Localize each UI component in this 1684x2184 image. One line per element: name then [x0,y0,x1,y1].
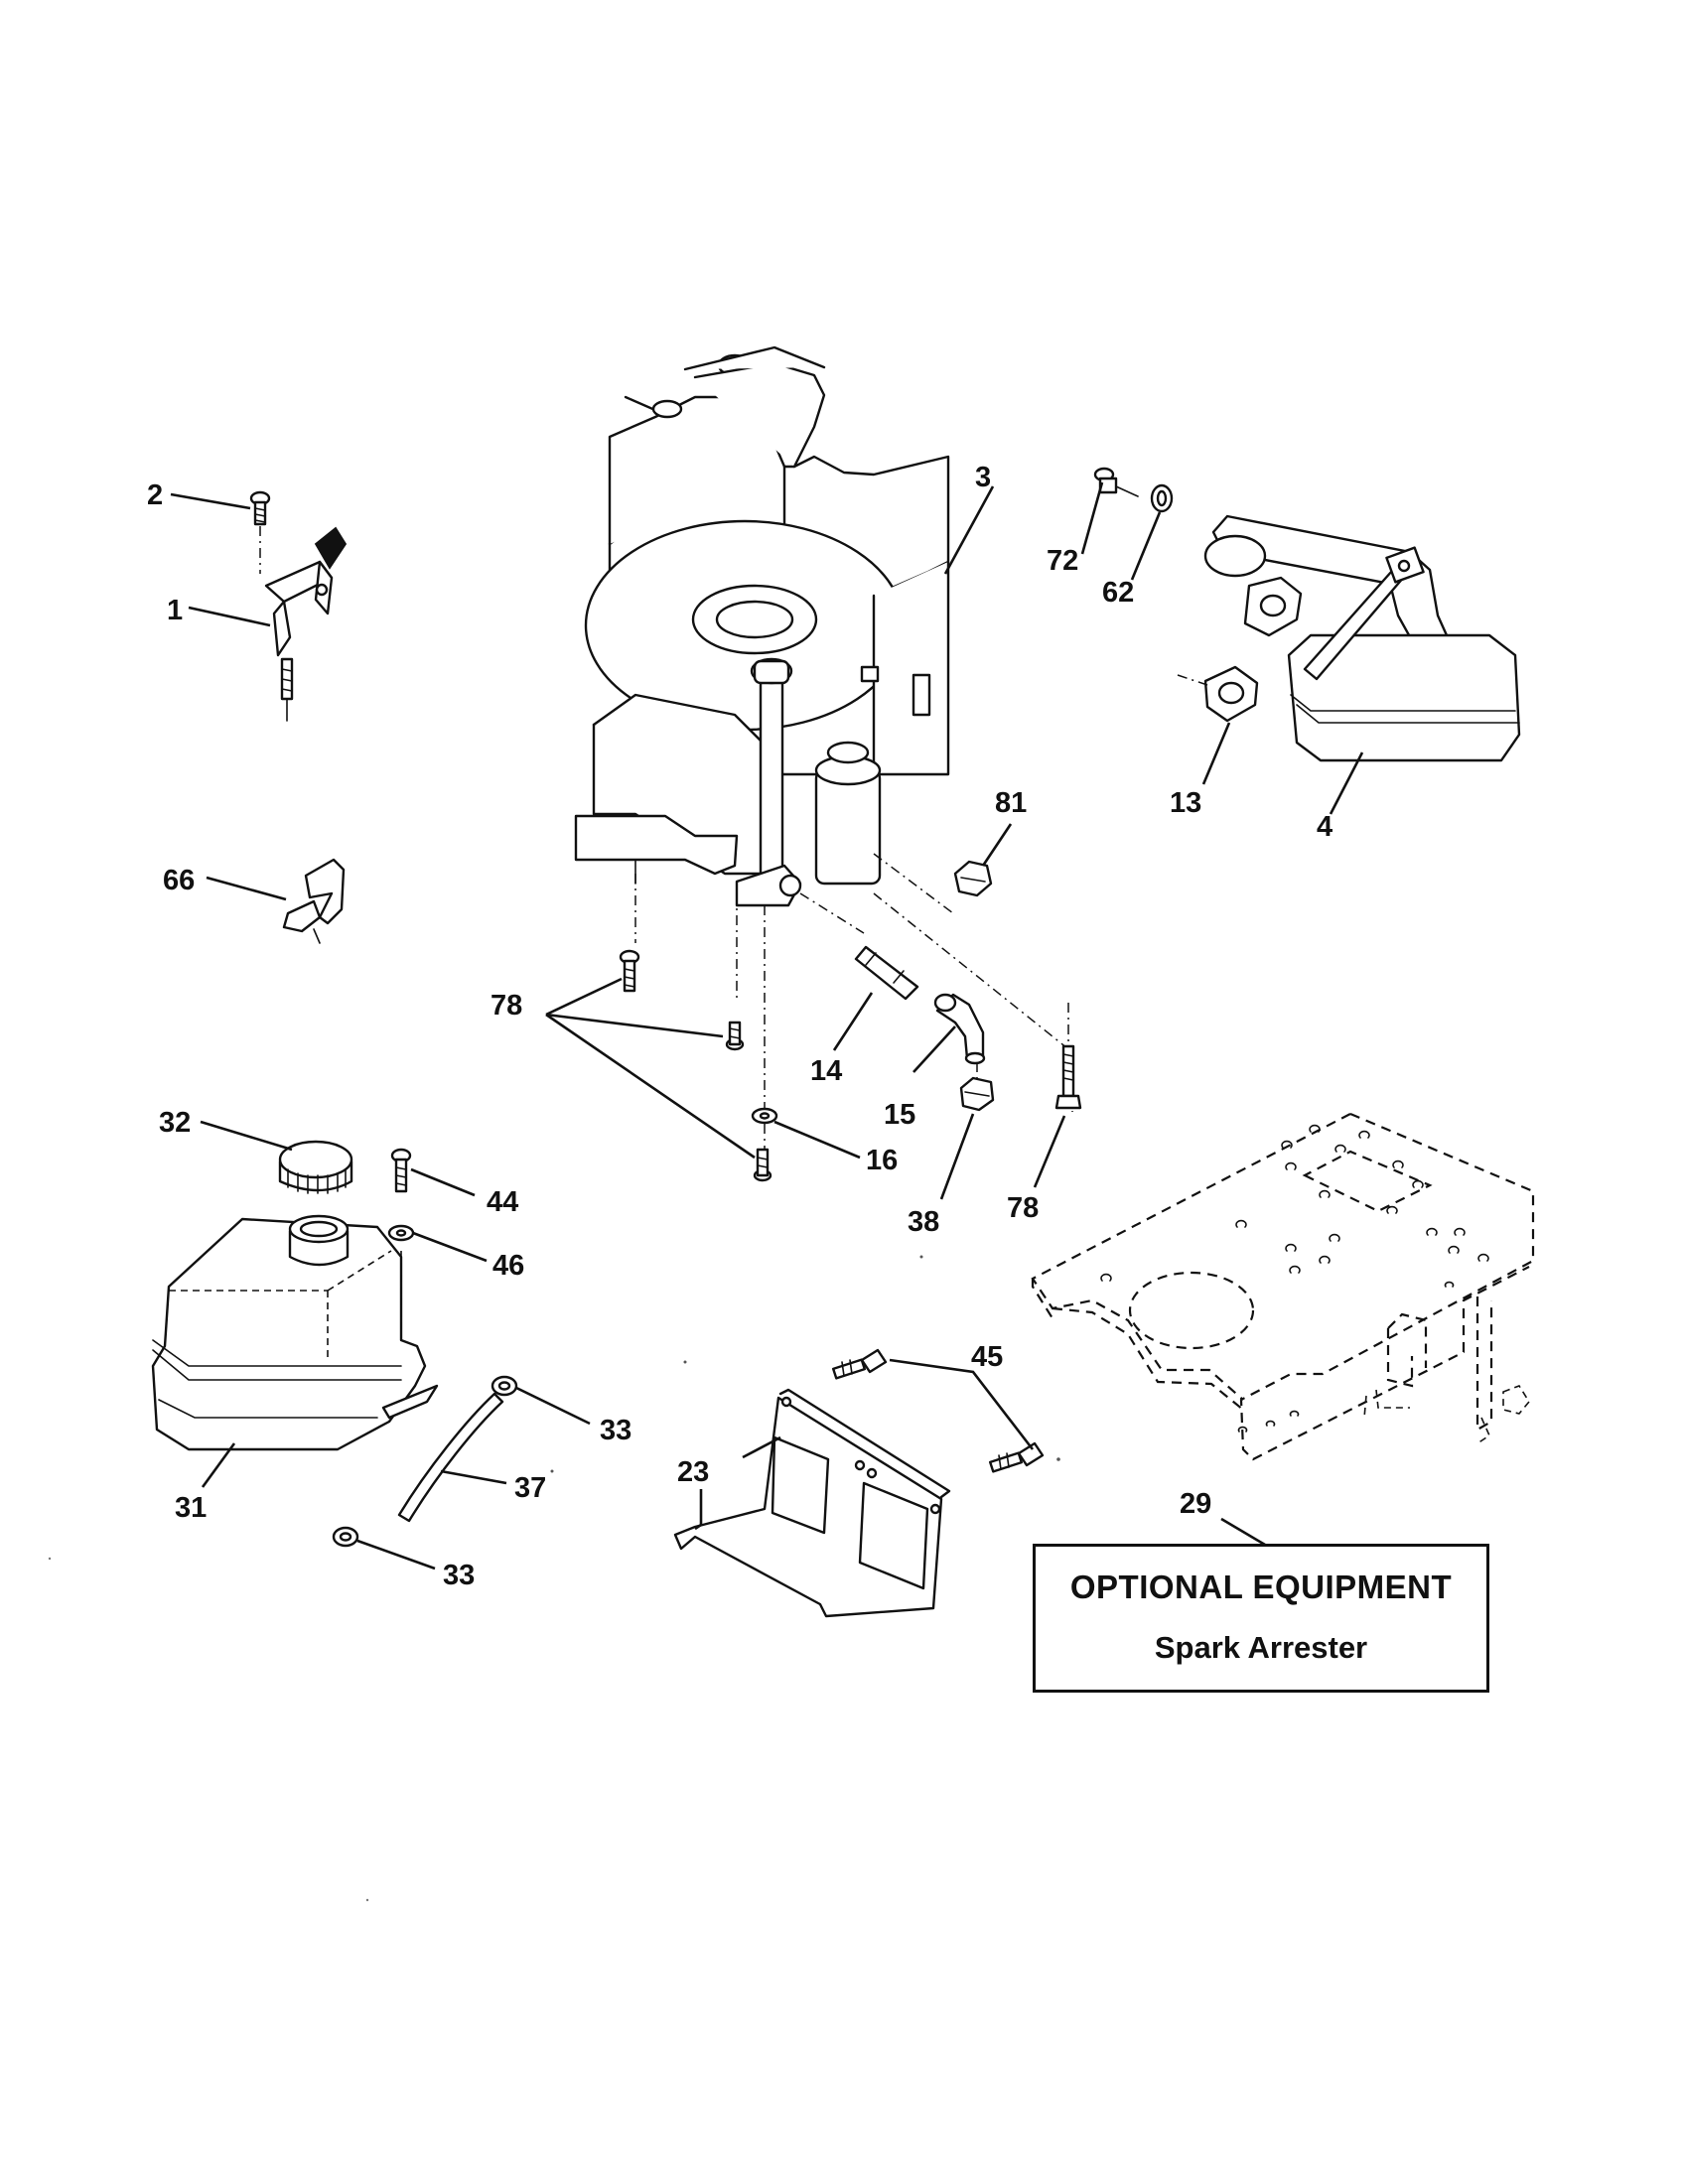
part-14-pipe-nipple [854,945,919,1001]
callout-labels: 2 1 66 3 72 62 13 4 81 78 14 15 16 38 78… [147,462,1333,1591]
callout-81: 81 [995,787,1027,819]
part-15-elbow [933,993,986,1065]
callout-37: 37 [514,1472,546,1504]
callout-33-bottom: 33 [443,1560,475,1591]
part-72-bolt [1093,467,1139,497]
optional-equipment-box: OPTIONAL EQUIPMENT Spark Arrester [1033,1544,1489,1693]
part-2-screw [249,490,271,574]
part-32-fuel-cap [278,1140,353,1194]
part-78-bolt-right [1054,1003,1082,1110]
callout-13: 13 [1170,787,1201,819]
callout-32: 32 [159,1107,191,1139]
callout-2: 2 [147,479,163,511]
optional-equipment-title: OPTIONAL EQUIPMENT [1069,1569,1453,1605]
part-45-bolts [831,1348,1045,1473]
callout-45: 45 [971,1341,1003,1373]
frame-outline [1031,1112,1535,1461]
part-78-bolts-left [619,949,772,1182]
part-4-muffler [1203,514,1521,762]
callout-46: 46 [492,1250,524,1282]
callout-33-top: 33 [600,1415,632,1446]
callout-3: 3 [975,462,991,493]
part-46-washer [387,1224,415,1242]
callout-78-left: 78 [491,990,522,1022]
callout-66: 66 [163,865,195,896]
part-31-fuel-tank [151,1214,439,1451]
part-1-throttle-control [264,526,348,722]
part-66-clip [282,858,346,944]
callout-31: 31 [175,1492,207,1524]
callout-29: 29 [1180,1488,1211,1520]
part-33-clamps [332,1375,518,1548]
callout-4: 4 [1317,811,1333,843]
callout-38: 38 [908,1206,939,1238]
callout-78-right: 78 [1007,1192,1039,1224]
callout-44: 44 [487,1186,518,1218]
callout-15: 15 [884,1099,915,1131]
part-3-engine [574,345,1073,1171]
callout-62: 62 [1102,577,1134,609]
part-16-washer [751,1107,778,1125]
callout-14: 14 [810,1055,842,1087]
callout-23: 23 [677,1456,709,1488]
part-62-lock-washer [1150,483,1174,513]
leader-lines [170,481,1364,1570]
part-38-cap-nut [959,1062,995,1112]
part-23-shield [673,1388,951,1618]
part-13-gasket [1177,665,1259,723]
callout-16: 16 [866,1145,898,1176]
callout-1: 1 [167,595,183,626]
spark-arrester-label: Spark Arrester [1154,1630,1368,1665]
callout-72: 72 [1047,545,1078,577]
part-37-fuel-line [397,1392,504,1523]
part-44-screw [390,1148,412,1193]
part-81-nut [953,860,993,897]
